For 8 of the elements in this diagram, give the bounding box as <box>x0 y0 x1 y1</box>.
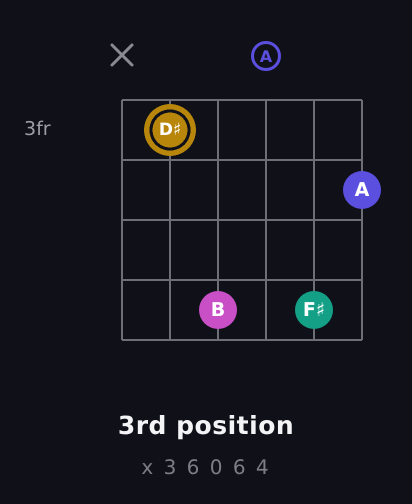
note-dot: B <box>199 291 237 329</box>
chord-title: 3rd position <box>118 411 294 440</box>
fret-number: 3fr <box>24 118 51 140</box>
note-dot: A <box>343 171 381 209</box>
root-note-dot: D♯ <box>144 104 196 156</box>
open-string-marker: A <box>251 41 281 71</box>
fingering-caption: x 3 6 0 6 4 <box>141 455 271 479</box>
note-dot: F♯ <box>295 291 333 329</box>
